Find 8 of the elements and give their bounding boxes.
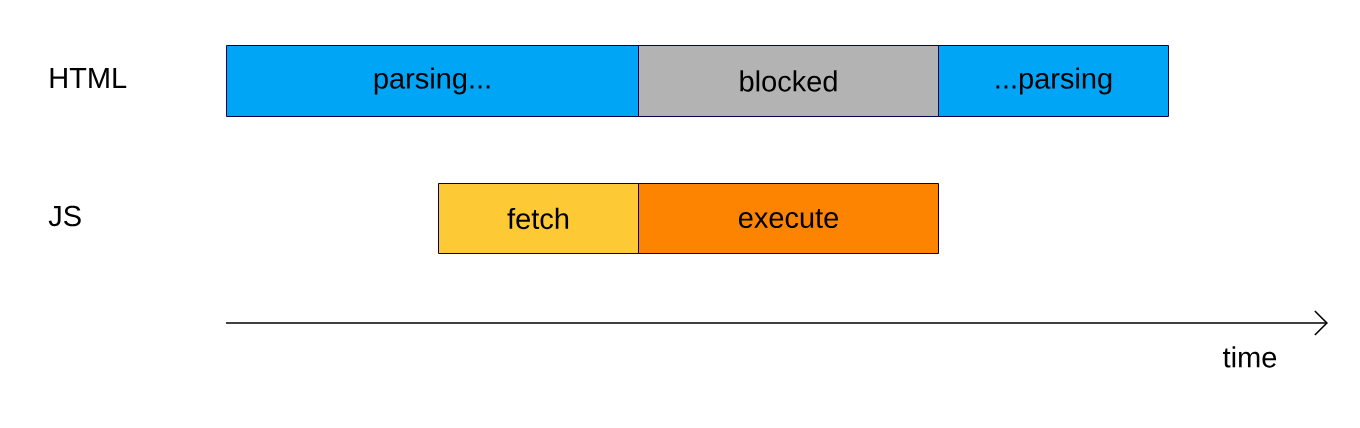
row-label: time — [1223, 346, 1277, 368]
timeline-bar: execute — [638, 183, 939, 254]
timeline-bar: ...parsing — [938, 45, 1169, 117]
timeline-bar: blocked — [638, 45, 939, 117]
timeline-bar: parsing... — [226, 45, 639, 117]
row-label: JS — [48, 205, 81, 227]
timeline-bar: fetch — [438, 183, 639, 254]
row-label: HTML — [50, 68, 127, 88]
